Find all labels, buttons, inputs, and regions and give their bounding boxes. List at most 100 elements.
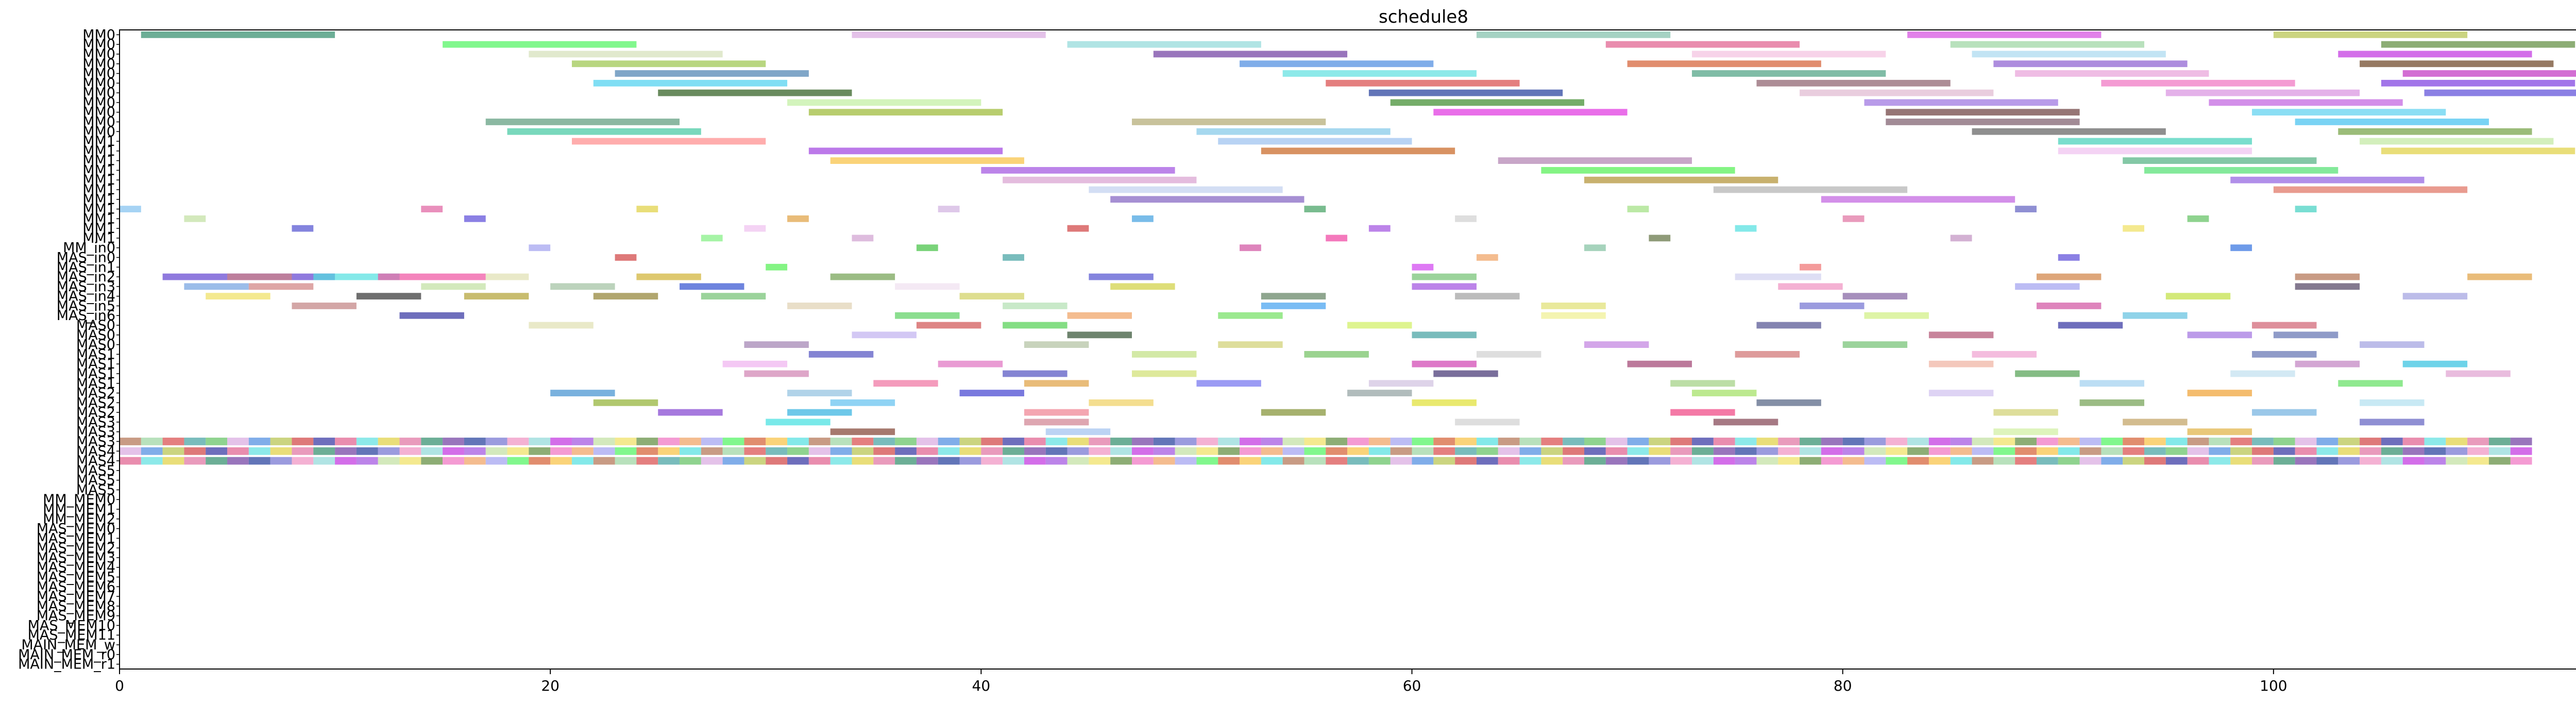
task-bar (1928, 457, 1951, 465)
task-bar (227, 438, 249, 445)
task-bar (1735, 447, 1757, 455)
y-tick-label: MM1 (82, 211, 115, 227)
task-bar (2402, 438, 2425, 445)
task-bar (2079, 457, 2102, 465)
task-bar (399, 447, 421, 455)
task-bar (2402, 457, 2425, 465)
task-bar (1304, 351, 1369, 358)
task-bar (1024, 380, 1089, 387)
task-bar (292, 225, 314, 232)
task-bar (529, 244, 551, 252)
task-bar (1498, 438, 1520, 445)
task-bar (744, 447, 766, 455)
task-bar (830, 428, 895, 436)
task-bar (2079, 380, 2145, 387)
task-bar (1993, 409, 2058, 416)
task-bar (2230, 244, 2252, 252)
task-bar (1132, 447, 1154, 455)
task-bar (2209, 438, 2231, 445)
task-bar (1003, 457, 1024, 465)
task-bar (1304, 438, 1326, 445)
task-bar (1778, 457, 1800, 465)
task-bar (1692, 70, 1886, 77)
task-bar (744, 370, 809, 377)
task-bar (227, 273, 292, 280)
y-tick-label: MM1 (82, 133, 115, 149)
y-tick-label: MAS2 (76, 405, 115, 421)
y-tick-label: MAS_MEM9 (37, 608, 115, 624)
task-bar (1412, 438, 1434, 445)
task-bar (1261, 409, 1326, 416)
task-bar (1627, 457, 1649, 465)
task-bar (808, 351, 874, 358)
task-bar (292, 438, 314, 445)
task-bar (421, 206, 443, 212)
task-bar (2036, 303, 2102, 309)
task-bar (2510, 457, 2532, 465)
task-bar (1735, 273, 1821, 280)
y-tick-label: MM_MEM1 (43, 502, 115, 517)
y-tick-label: MAS_MEM4 (37, 560, 115, 576)
task-bar (1541, 167, 1735, 174)
y-tick-label: MAS_MEM8 (37, 598, 115, 614)
bars-layer (120, 31, 2576, 465)
task-bar (378, 447, 400, 455)
task-bar (421, 283, 486, 290)
task-bar (1756, 399, 1821, 406)
y-tick-label: MM0 (82, 75, 115, 91)
task-bar (2467, 273, 2532, 280)
task-bar (1670, 447, 1692, 455)
task-bar (1972, 51, 2166, 58)
task-bar (2295, 438, 2317, 445)
task-bar (2360, 60, 2554, 68)
task-bar (981, 457, 1003, 465)
task-bar (1368, 380, 1434, 387)
task-bar (1584, 176, 1778, 183)
task-bar (356, 457, 378, 465)
task-bar (1326, 438, 1348, 445)
task-bar (2123, 225, 2145, 232)
task-bar (808, 457, 831, 465)
task-bar (1756, 79, 1951, 87)
task-bar (766, 447, 788, 455)
task-bar (766, 457, 788, 465)
task-bar (292, 447, 314, 455)
task-bar (2273, 447, 2295, 455)
task-bar (1003, 447, 1024, 455)
task-bar (1649, 235, 1671, 242)
task-bar (1886, 109, 2080, 116)
task-bar (959, 438, 981, 445)
y-tick-label: MAS5 (76, 482, 115, 498)
task-bar (1132, 215, 1154, 222)
task-bar (227, 457, 249, 465)
task-bar (1476, 31, 1671, 38)
task-bar (1670, 409, 1735, 416)
task-bar (1003, 438, 1024, 445)
task-bar (356, 447, 378, 455)
task-bar (550, 390, 615, 396)
task-bar (464, 447, 486, 455)
task-bar (1003, 303, 1067, 309)
task-bar (787, 390, 852, 396)
task-bar (787, 409, 852, 416)
task-bar (1800, 438, 1821, 445)
task-bar (2402, 293, 2468, 300)
task-bar (2273, 438, 2295, 445)
y-tick-labels: MM0MM0MM0MM0MM0MM0MM0MM0MM0MM0MM0MM1MM1M… (18, 27, 120, 673)
task-bar (1003, 370, 1067, 377)
task-bar (1649, 438, 1671, 445)
task-bar (443, 447, 464, 455)
task-bar (2036, 273, 2102, 280)
task-bar (1692, 447, 1714, 455)
task-bar (378, 273, 486, 280)
task-bar (1907, 438, 1929, 445)
task-bar (1390, 447, 1412, 455)
task-bar (1196, 380, 1261, 387)
task-bar (1368, 457, 1391, 465)
task-bar (2381, 147, 2575, 155)
task-bar (636, 447, 658, 455)
task-bar (1627, 438, 1649, 445)
task-bar (2036, 438, 2058, 445)
task-bar (895, 447, 917, 455)
